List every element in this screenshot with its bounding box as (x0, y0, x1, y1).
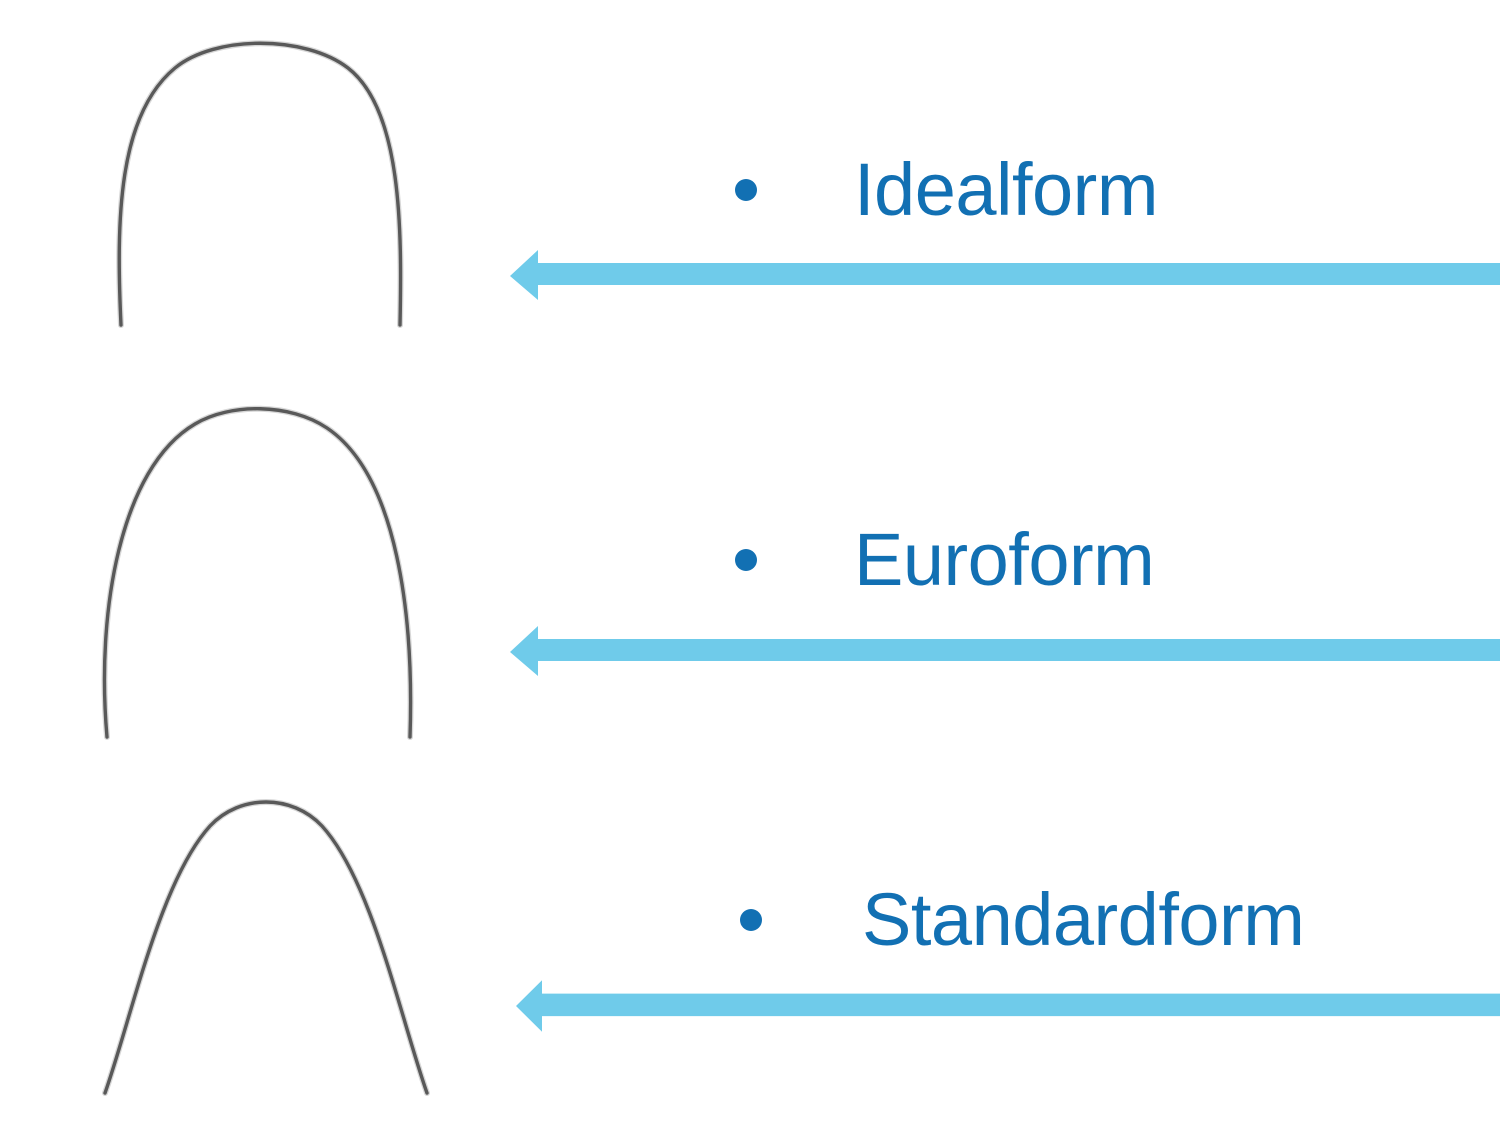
bullet-icon (735, 179, 757, 201)
label-idealform: Idealform (854, 148, 1158, 231)
list-item-idealform[interactable]: Idealform (735, 145, 1158, 235)
arrow-left-icon (510, 626, 1500, 676)
label-standardform: Standardform (862, 878, 1305, 961)
bullet-icon (735, 549, 757, 571)
arch-form-diagram-idealform (0, 20, 480, 340)
bullet-icon (740, 909, 762, 931)
arch-form-diagram-standardform (0, 786, 480, 1106)
ovoid-arch-form-icon (101, 405, 414, 740)
left-arrow-idealform (510, 248, 1500, 304)
arrow-left-icon (510, 250, 1500, 300)
arrow-left-icon (516, 980, 1500, 1032)
list-item-euroform[interactable]: Euroform (735, 515, 1155, 605)
label-euroform: Euroform (854, 518, 1155, 601)
arch-form-diagram-euroform (0, 398, 480, 748)
left-arrow-standardform (516, 978, 1500, 1034)
list-item-standardform[interactable]: Standardform (740, 875, 1305, 965)
tapered-arch-form-icon (102, 799, 430, 1096)
square-arch-form-icon (116, 40, 404, 328)
left-arrow-euroform (510, 624, 1500, 680)
